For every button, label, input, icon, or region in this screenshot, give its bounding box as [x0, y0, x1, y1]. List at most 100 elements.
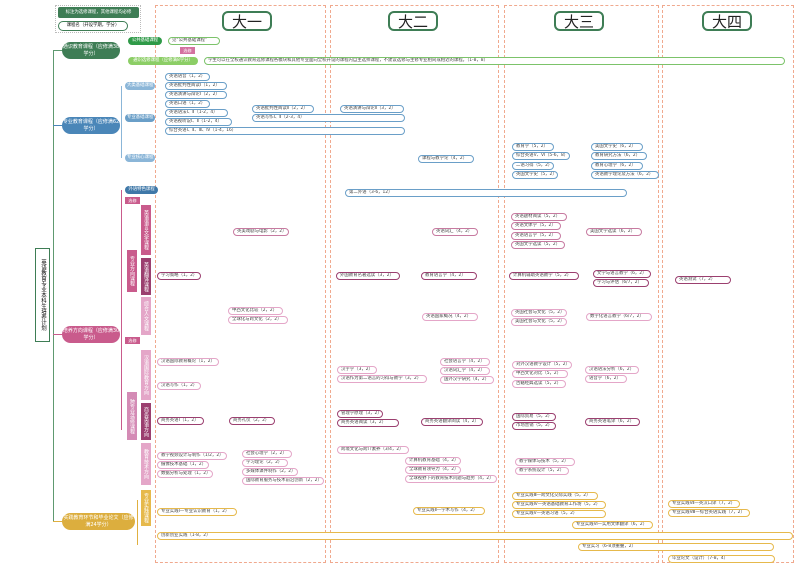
course-node-z1[interactable]: 汉语国际教育概论（1，2）	[157, 358, 219, 366]
direction-course-node[interactable]: 培养方向课程（应修满30学分）	[62, 326, 120, 343]
course-node-c2[interactable]: 英语批判性阅读Ⅰ（1，2）	[165, 82, 227, 90]
course-node-f1[interactable]: 第二外语（3-6，12）	[345, 189, 627, 197]
course-node-h1[interactable]: 中西文化比较（2，2）	[228, 307, 283, 315]
course-node-k4[interactable]: 英国文学史（5，2）	[512, 171, 558, 179]
course-node-gen_note[interactable]: 学生可以在全校通识教育选修课程各模块和其他专业面向全校开设的课程内自主选择课程，…	[204, 57, 785, 65]
edtech-direction[interactable]: 教育技术方向	[141, 443, 151, 485]
course-node-e5[interactable]: 学习理论（2，2）	[242, 459, 288, 467]
course-node-c7[interactable]: 综合英语Ⅰ、Ⅱ、Ⅲ、Ⅳ（1-4，16）	[165, 127, 405, 135]
course-node-t3[interactable]: 教育语言学（4，2）	[421, 272, 477, 280]
course-node-e9[interactable]: 全球教育领导力（4，2）	[405, 466, 461, 474]
course-node-z10[interactable]: 古籍经典选读（5，2）	[512, 380, 566, 388]
major-basic-course[interactable]: 专业基础课程	[125, 114, 155, 122]
course-node-p10[interactable]: 专业实习（6-8顶重叠，2）	[578, 543, 774, 551]
foreign-feature-course[interactable]: 外语特色课程	[125, 186, 158, 194]
course-node-s5[interactable]: 商务英语翻译阅读（4，2）	[421, 418, 483, 426]
course-node-z11[interactable]: 汉语语法分析（6，2）	[585, 366, 639, 374]
course-node-e8[interactable]: 计算机教育基础（4，2）	[405, 457, 461, 465]
course-node-l3[interactable]: 英语题材阅读（5，2）	[511, 213, 567, 221]
translation-course[interactable]: 英语翻译课程	[141, 258, 151, 295]
course-node-s3[interactable]: 管理学原理（3，2）	[337, 410, 383, 418]
course-node-z12[interactable]: 语音学（6，2）	[585, 375, 627, 383]
major-core-course[interactable]: 专业核心课程	[125, 154, 155, 162]
course-node-h2[interactable]: 全球化与跨文化（2，2）	[228, 316, 288, 324]
course-node-k6[interactable]: 教育研究方法（6，2）	[591, 152, 647, 160]
course-node-p3[interactable]: 专业实践Ⅱ—学术写作（4，2）	[413, 507, 485, 515]
course-node-l7[interactable]: 美国文学选读（6，2）	[586, 228, 642, 236]
humanities-course[interactable]: 综合人文课程	[141, 297, 151, 335]
course-node-e3[interactable]: 数据分析与处理（1，2）	[157, 470, 213, 478]
course-node-s8[interactable]: 商务英语笔译（6，2）	[585, 418, 640, 426]
course-node-s1[interactable]: 商务英语Ⅰ（1，2）	[157, 417, 204, 425]
course-node-c10[interactable]: 英语演讲与辩论Ⅱ（3，2）	[340, 105, 404, 113]
course-node-p7[interactable]: 专业实践Ⅵ—实用文体翻译（6，2）	[572, 521, 653, 529]
course-node-e4[interactable]: 社会心理学（2，2）	[242, 450, 292, 458]
course-node-l2[interactable]: 英语词汇（4，2）	[432, 228, 478, 236]
course-node-s6[interactable]: 国际贸易（5，2）	[512, 413, 556, 421]
course-node-c4[interactable]: 英语口语（1，2）	[165, 100, 210, 108]
course-node-p9[interactable]: 专业实践Ⅷ—综合英语实践（7，2）	[668, 509, 750, 517]
course-node-e11[interactable]: 教学媒体与技术（5，2）	[515, 458, 575, 466]
course-node-h4[interactable]: 英国社会与文化（5，2）	[511, 309, 567, 317]
course-node-p6[interactable]: 专业实践Ⅴ—英语习语（5，2）	[512, 510, 606, 518]
course-node-c1[interactable]: 英语语音（1，2）	[165, 73, 210, 81]
course-node-z7[interactable]: 国外汉学研究（4，2）	[440, 376, 494, 384]
course-node-k3[interactable]: 二语习得（5，2）	[512, 162, 554, 170]
course-node-h6[interactable]: 数字化语言教学（6/7，2）	[586, 313, 652, 321]
course-node-l4[interactable]: 英语文体学（5，2）	[511, 222, 561, 230]
course-node-s7[interactable]: 市场营销（5，2）	[512, 422, 556, 430]
course-node-k5[interactable]: 美国文学史（6，2）	[591, 143, 643, 151]
course-node-p1[interactable]: 专业实践Ⅰ—专业认识教育（1，2）	[157, 508, 237, 516]
course-node-s4[interactable]: 商务英语阅读（3，2）	[337, 419, 399, 427]
course-node-z2[interactable]: 汉语写作（1，2）	[157, 382, 201, 390]
course-node-pub[interactable]: 见“公共基础课程”	[168, 37, 220, 45]
course-node-k7[interactable]: 教育心理学（6，2）	[591, 162, 643, 170]
course-node-p2[interactable]: 创新创业实践（1-8，2）	[157, 532, 793, 540]
course-node-p4[interactable]: 专业实践Ⅲ—跨文化交际实践（5，2）	[512, 492, 598, 500]
course-node-k1[interactable]: 教育学（5，2）	[512, 143, 554, 151]
course-node-p5[interactable]: 专业实践Ⅳ—英语基础教育工作坊（5，2）	[512, 501, 606, 509]
course-node-t5[interactable]: 文学与语言教学（6，2）	[593, 270, 651, 278]
cross-major-course[interactable]: 跨专业选修课程	[127, 392, 137, 440]
course-node-e7[interactable]: 国际教育服务与技术前沿创新（2，2）	[242, 477, 324, 485]
course-node-t1[interactable]: 学习策略（1，2）	[157, 272, 201, 280]
course-node-e12[interactable]: 教学系统设计（5，2）	[515, 467, 569, 475]
general-education-node[interactable]: 通识教育课程（应修满38学分）	[62, 42, 120, 59]
category-basic-course[interactable]: 大类基础课程	[125, 82, 155, 90]
course-node-z5[interactable]: 社会语言学（4，2）	[440, 358, 490, 366]
course-node-c5[interactable]: 英语语法Ⅰ、Ⅱ（1-2，4）	[165, 109, 228, 117]
course-node-l6[interactable]: 英国文学选读（5，2）	[511, 241, 565, 249]
course-node-z8[interactable]: 对外汉语教学设计（5，2）	[512, 361, 572, 369]
course-node-z3[interactable]: 汉字学（3，2）	[337, 366, 377, 374]
course-node-p11[interactable]: 毕业论文（设计）（7-8，4）	[668, 555, 775, 563]
course-node-z4[interactable]: 汉语作为第二语言的习得与教学（3，2）	[337, 375, 427, 383]
course-node-e10[interactable]: 全球视野下的教育技术问题与趋势（4，2）	[405, 475, 497, 483]
course-node-k9[interactable]: 课程与教学论（4，2）	[418, 155, 474, 163]
course-node-c3[interactable]: 英语演讲与辩论Ⅰ（2，2）	[165, 91, 227, 99]
public-basic-course[interactable]: 公共基础课程	[128, 37, 162, 45]
course-node-z6[interactable]: 汉语词汇学（4，2）	[440, 367, 490, 375]
course-node-h3[interactable]: 英语国家概况（4，2）	[422, 313, 478, 321]
course-node-k8[interactable]: 英语教学理论及方法（6，2）	[591, 171, 659, 179]
course-node-h5[interactable]: 美国社会与文化（5，2）	[511, 318, 567, 326]
course-node-l1[interactable]: 英美戏剧与电影（2，2）	[233, 228, 289, 236]
chinese-intl-direction[interactable]: 汉语国际教育方向	[141, 350, 151, 400]
course-node-c8[interactable]: 英语批判性阅读Ⅱ（2，2）	[252, 105, 314, 113]
course-node-e2[interactable]: 摄像技术基础（1，2）	[157, 461, 209, 469]
course-node-t4[interactable]: 计算机辅助英语教学（5，2）	[509, 272, 579, 280]
course-node-c6[interactable]: 英语视听说Ⅰ、Ⅱ（1-2，4）	[165, 118, 232, 126]
professional-education-node[interactable]: 专业教育课程（应修满62学分）	[62, 117, 120, 134]
course-node-k2[interactable]: 综合英语Ⅴ、Ⅵ（5-6，8）	[512, 152, 570, 160]
course-node-l5[interactable]: 英语语言学（5，2）	[511, 232, 561, 240]
course-node-t7[interactable]: 英语测试（7，2）	[675, 276, 731, 284]
course-node-e1[interactable]: 教学视频设计与制作（1/2，2）	[157, 452, 227, 460]
major-direction-course[interactable]: 专业方向课程	[127, 250, 137, 292]
literature-course[interactable]: 英语语言文学课程	[141, 205, 151, 255]
business-direction[interactable]: 商务英语方向	[141, 403, 151, 440]
course-node-p8[interactable]: 专业实践Ⅶ—英汉口译（7，2）	[668, 500, 740, 508]
course-node-z9[interactable]: 中西文化对比（5，2）	[512, 370, 568, 378]
general-elective-course[interactable]: 通识选修课程（应修满8学分）	[128, 57, 198, 65]
course-node-t6[interactable]: 学习与评估（6/7，2）	[593, 279, 649, 287]
course-node-s2[interactable]: 商务礼仪（2，2）	[229, 417, 275, 425]
course-node-e0[interactable]: 跨境文化与跨介素养（3/4，2）	[337, 446, 409, 454]
